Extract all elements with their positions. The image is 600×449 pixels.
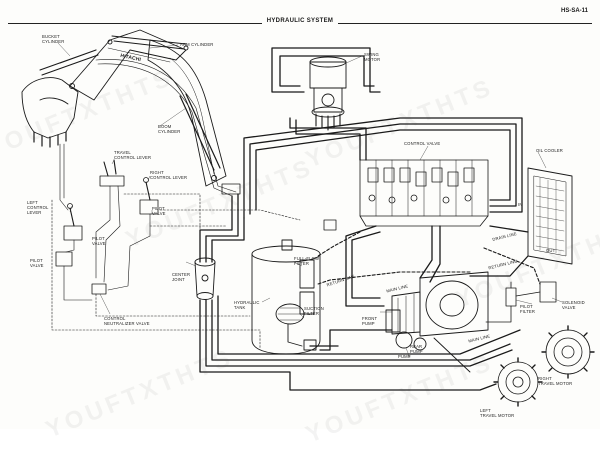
label-left-travel-motor: LEFT TRAVEL MOTOR <box>480 408 515 418</box>
operator-controls <box>55 143 159 301</box>
label-front-pump: FRONT PUMP <box>362 316 378 326</box>
main-lines <box>199 47 529 391</box>
label-right-travel-motor: RIGHT TRAVEL MOTOR <box>538 376 573 386</box>
label-travel-control-lever: TRAVEL CONTROL LEVER <box>114 150 152 160</box>
solenoid-valve-body <box>539 281 557 303</box>
return-lines <box>317 231 541 285</box>
label-center-joint: CENTER JOINT <box>172 272 191 282</box>
label-pilot-valve-left: PILOT VALVE <box>30 258 44 268</box>
leader-lines <box>57 42 563 359</box>
arm <box>69 29 187 101</box>
pump-group <box>385 271 489 373</box>
boom-arm-assembly <box>21 29 237 197</box>
arm-cylinder <box>111 35 187 50</box>
hydraulic-system-page: HS-SA-11 HYDRAULIC SYSTEM YOUFTXTHTS YOU… <box>0 8 600 449</box>
label-arm-cylinder: ARM CYLINDER <box>180 42 214 47</box>
label-pilot-valve-right: PILOT VALVE <box>152 206 166 216</box>
label-suction-filter: SUCTION FILTER <box>304 306 324 316</box>
label-pump: PUMP <box>398 354 411 359</box>
label-control-neutralizer-valve: CONTROL NEUTRALIZER VALVE <box>104 316 150 326</box>
left-travel-motor <box>493 357 543 407</box>
hydraulic-diagram <box>21 29 595 407</box>
label-solenoid-valve: SOLENOID VALVE <box>562 300 585 310</box>
travel-pilot-valve <box>99 175 125 187</box>
label-control-valve: CONTROL VALVE <box>404 141 441 146</box>
label-pilot-filter: PILOT FILTER <box>520 304 536 314</box>
oil-cooler <box>527 167 573 265</box>
control-valve <box>359 159 489 227</box>
label-in: IN <box>518 202 523 207</box>
pilot-filter-and-solenoid <box>485 281 557 323</box>
label-rear-pump: REAR PUMP <box>410 344 423 354</box>
page-id: HS-SA-11 <box>560 8 588 14</box>
left-pilot-valve <box>63 225 83 241</box>
page-title: HYDRAULIC SYSTEM <box>0 18 600 24</box>
page-title-text: HYDRAULIC SYSTEM <box>261 18 339 24</box>
label-bucket-cylinder: BUCKET CYLINDER <box>42 34 65 44</box>
label-full-flow-filter: FULL-FLOW FILTER <box>294 256 320 266</box>
label-pilot-valve-mid: PILOT VALVE <box>92 236 106 246</box>
right-travel-motor <box>541 325 595 379</box>
boom <box>147 39 227 187</box>
label-out: OUT <box>546 248 556 253</box>
hydraulic-tank <box>251 239 321 355</box>
swing-motor <box>309 56 347 131</box>
label-swing-motor: SWING MOTOR <box>364 52 381 62</box>
pilot-filter <box>505 287 517 307</box>
right-pilot-valve <box>139 199 159 215</box>
label-oil-cooler: OIL COOLER <box>536 148 563 153</box>
full-flow-filter <box>299 259 315 289</box>
label-left-control-lever: LEFT CONTROL LEVER <box>27 200 49 215</box>
bucket <box>21 77 79 139</box>
pilot-lines <box>51 193 301 349</box>
label-boom-cylinder: BOOM CYLINDER <box>158 124 181 134</box>
neutralizer-valve <box>91 283 107 295</box>
label-hydraulic-tank: HYDRAULIC TANK <box>234 300 260 310</box>
bucket-cylinder <box>39 49 99 76</box>
label-right-control-lever: RIGHT CONTROL LEVER <box>150 170 188 180</box>
center-joint <box>194 257 216 300</box>
